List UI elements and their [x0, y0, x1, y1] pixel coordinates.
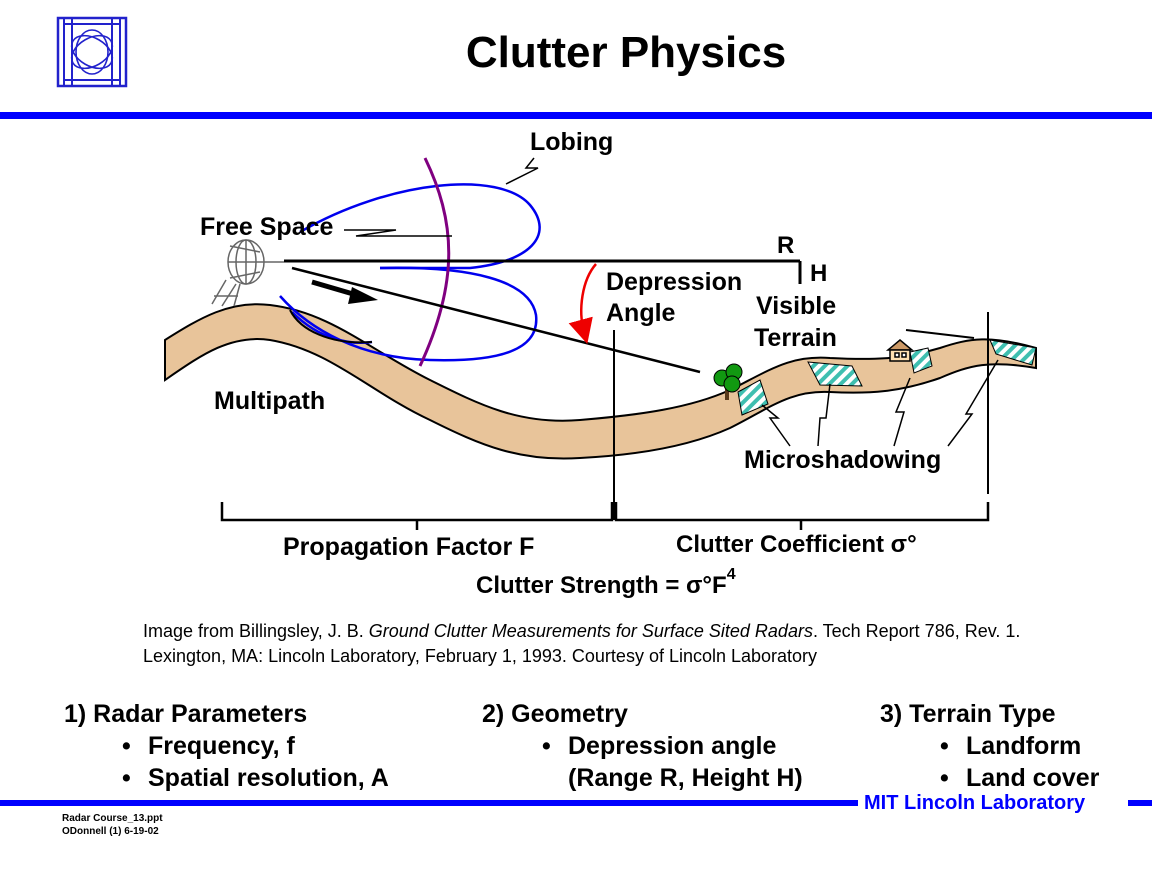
depression-angle-arrow [568, 263, 597, 345]
visible-terrain-patch [909, 347, 933, 374]
depression-angle-label-line2: Angle [606, 299, 676, 327]
lobing-leader [505, 157, 539, 185]
visible-terrain-patch [807, 361, 863, 387]
depression-angle-label-line1: Depression [606, 268, 743, 296]
clutter-coefficient-label: Clutter Coefficient σ° [676, 531, 917, 558]
free-space-label: Free Space [200, 213, 334, 241]
factor-item: • Frequency, f [64, 730, 389, 762]
factor-item: • Spatial resolution, A [64, 762, 389, 794]
factor-column-geometry: 2) Geometry • Depression angle (Range R, … [482, 698, 803, 794]
factor-item: • Landform [880, 730, 1099, 762]
microshadowing-label: Microshadowing [744, 446, 942, 474]
bottom-rule-right [1128, 800, 1152, 806]
caption-line1: Image from Billingsley, J. B. Ground Clu… [143, 619, 1143, 644]
factor-item-text: Spatial resolution, A [148, 764, 389, 792]
multipath-label: Multipath [214, 387, 326, 415]
factor-item: (Range R, Height H) [482, 762, 803, 794]
bracket-propagation [220, 502, 614, 530]
footer-lab-name: MIT Lincoln Laboratory [864, 792, 1086, 814]
factor-item-text: (Range R, Height H) [568, 764, 803, 792]
tree-icon [713, 363, 743, 400]
factor-item-text: Depression angle [568, 732, 777, 760]
bracket-clutter-coefficient [614, 502, 990, 530]
image-credit-caption: Image from Billingsley, J. B. Ground Clu… [143, 619, 1143, 669]
terrain-leader [905, 329, 975, 339]
bullet-icon: • [122, 764, 131, 792]
footer-author: ODonnell (1) 6-19-02 [62, 826, 159, 837]
mit-ll-logo-icon [56, 16, 128, 88]
page-title: Clutter Physics [465, 28, 787, 77]
bullet-icon: • [122, 732, 131, 760]
clutter-strength-exponent: 4 [726, 566, 736, 583]
factor-item-text: Land cover [966, 764, 1100, 792]
caption-title: Ground Clutter Measurements for Surface … [368, 621, 813, 641]
bullet-icon: • [542, 732, 551, 760]
factor-column-terrain: 3) Terrain Type • Landform • Land cover [880, 698, 1099, 794]
bottom-rule-left [0, 800, 858, 806]
height-h-label: H [810, 260, 828, 287]
visible-terrain-label-line2: Terrain [754, 324, 837, 352]
factor-item: • Land cover [880, 762, 1099, 794]
visible-terrain-label-line1: Visible [756, 292, 837, 320]
visible-terrain-patch [737, 379, 769, 416]
caption-line2: Lexington, MA: Lincoln Laboratory, Febru… [143, 646, 818, 666]
factor-column-radar: 1) Radar Parameters • Frequency, f • Spati… [64, 698, 389, 794]
microshadowing-leaders [761, 359, 999, 447]
footer-filename: Radar Course_13.ppt [62, 813, 163, 824]
caption-suffix: . Tech Report 786, Rev. 1. [812, 621, 1021, 641]
top-rule [0, 112, 1152, 119]
bullet-icon: • [940, 764, 949, 792]
factor-item-text: Landform [966, 732, 1082, 760]
terrain-band [164, 303, 1037, 460]
clutter-strength-formula: Clutter Strength = σ°F4 [476, 566, 736, 600]
visible-terrain-patch [989, 339, 1037, 366]
free-space-leader [344, 229, 452, 237]
footer-file-info: Radar Course_13.ppt ODonnell (1) 6-19-02 [62, 812, 163, 838]
wavefront-arc [418, 157, 451, 367]
clutter-diagram [164, 157, 1037, 530]
line-of-sight [291, 266, 701, 374]
factor-heading: 3) Terrain Type [880, 700, 1056, 728]
factor-heading: 2) Geometry [482, 700, 628, 728]
factor-item: • Depression angle [482, 730, 803, 762]
lobing-label: Lobing [530, 128, 614, 156]
clutter-strength-text: Clutter Strength = σ°F [476, 572, 727, 599]
propagation-factor-label: Propagation Factor F [283, 533, 535, 561]
caption-prefix: Image from Billingsley, J. B. [143, 621, 369, 641]
house-icon [885, 339, 915, 362]
radar-antenna-icon [211, 239, 284, 307]
factor-heading: 1) Radar Parameters [64, 700, 308, 728]
direction-arrow-icon [311, 279, 378, 304]
multipath-ray [289, 309, 373, 344]
bullet-icon: • [940, 732, 949, 760]
factor-item-text: Frequency, f [148, 732, 295, 760]
range-r-label: R [777, 232, 795, 259]
